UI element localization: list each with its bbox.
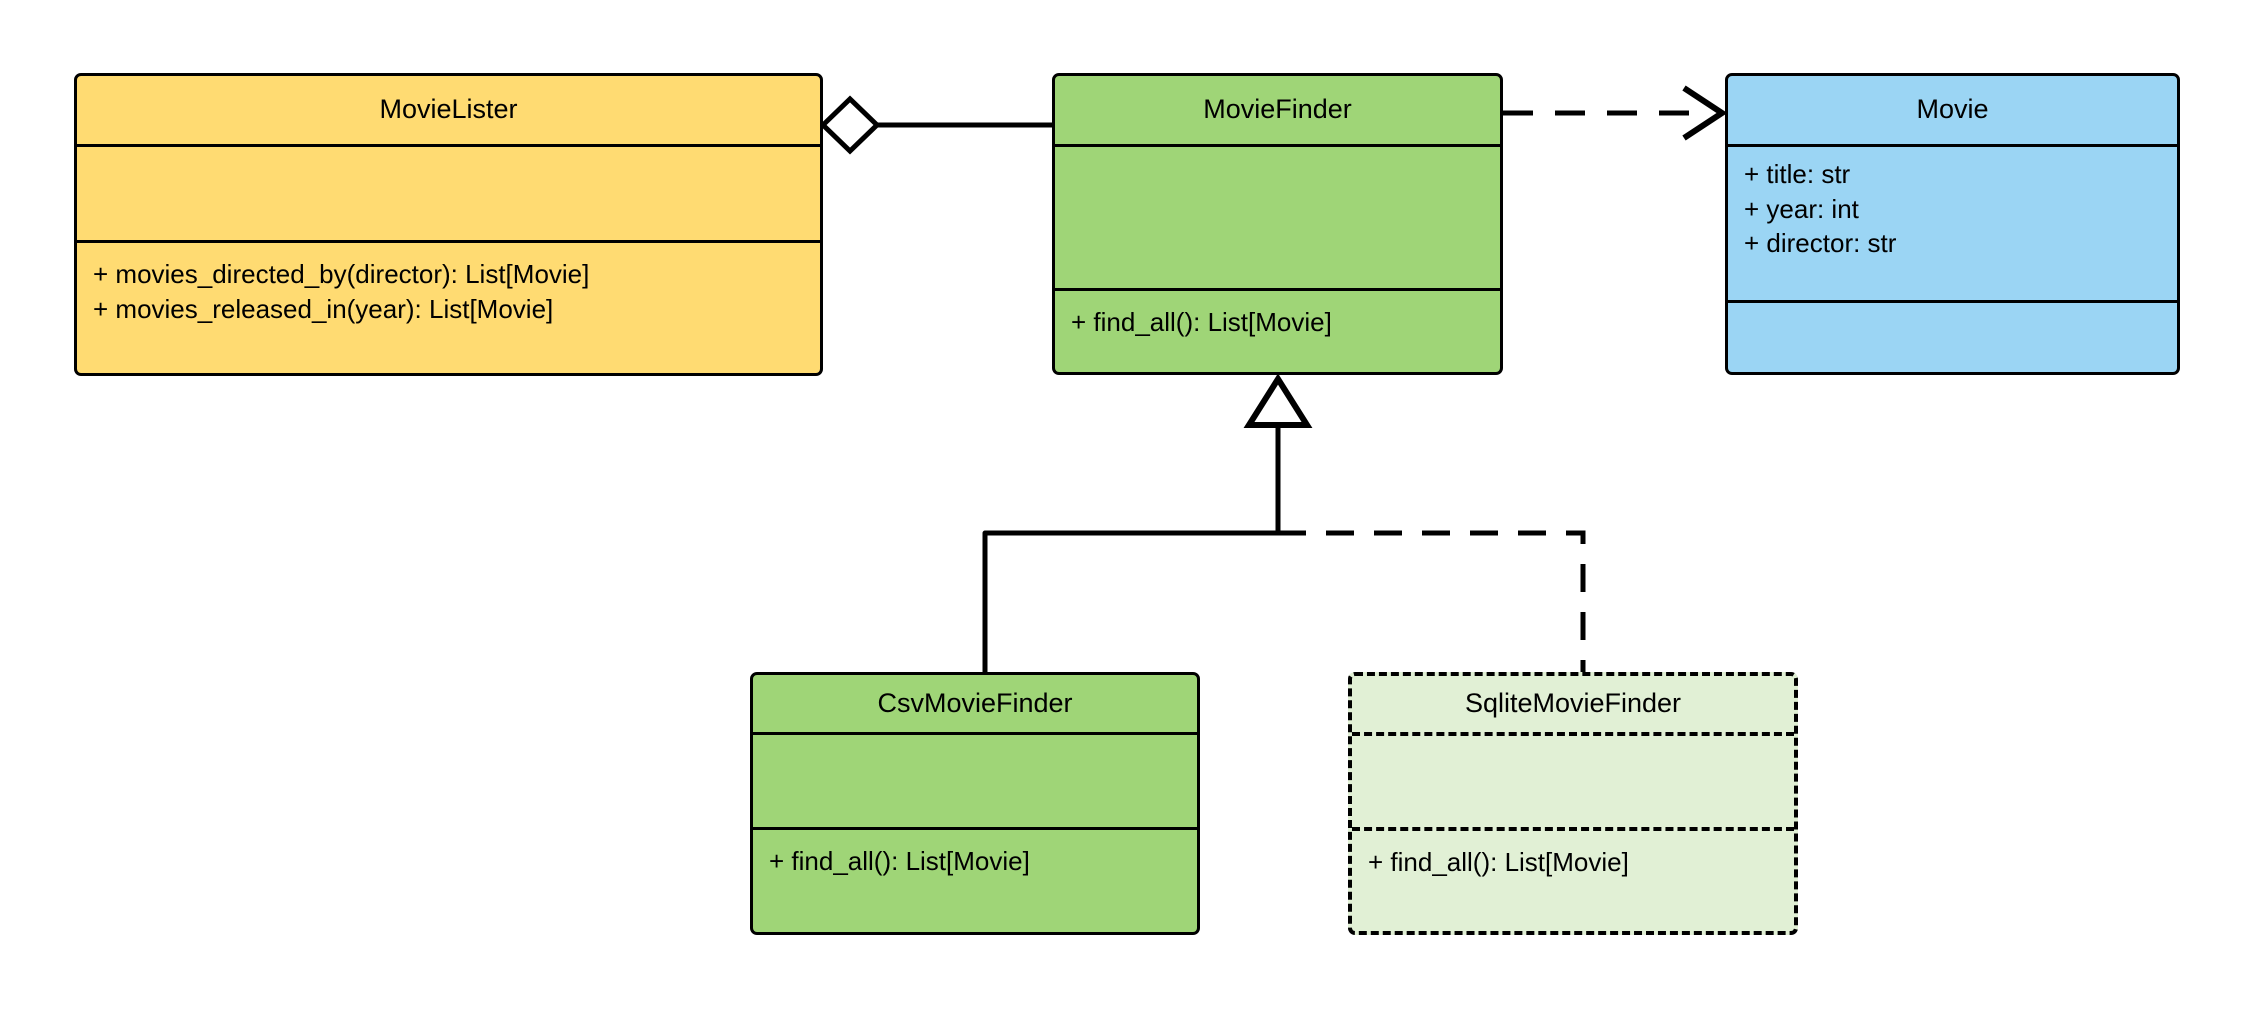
generalization-branch-sqlite [1278,530,1586,672]
class-name-compartment: MovieFinder [1055,76,1500,147]
uml-class-csvmoviefinder[interactable]: CsvMovieFinder + find_all(): List[Movie] [750,672,1200,935]
class-title: MovieFinder [1203,94,1352,125]
class-attributes-compartment [1055,147,1500,291]
class-attributes-compartment: + title: str + year: int + director: str [1728,147,2177,303]
method-line: + movies_released_in(year): List[Movie] [93,293,554,324]
method-line: + find_all(): List[Movie] [1071,307,1332,337]
class-title: SqliteMovieFinder [1464,688,1682,719]
generalization-triangle-group [1243,373,1313,533]
hollow-triangle-icon [1243,373,1313,428]
class-attributes-compartment [77,147,820,243]
generalization-csvmoviefinder-moviefinder[interactable] [982,530,1278,672]
class-attributes-compartment [753,735,1197,830]
class-methods-compartment: + movies_directed_by(director): List[Mov… [77,243,820,373]
uml-class-movielister[interactable]: MovieLister + movies_directed_by(directo… [74,73,823,376]
attribute-line: + year: int [1744,193,1859,224]
class-methods-compartment: + find_all(): List[Movie] [753,830,1197,932]
aggregation-movielister-moviefinder[interactable] [819,95,1052,155]
method-line: + find_all(): List[Movie] [1368,847,1629,877]
open-arrow-icon [1682,85,1728,141]
class-methods-compartment [1728,303,2177,372]
uml-class-movie[interactable]: Movie + title: str + year: int + directo… [1725,73,2180,375]
uml-class-moviefinder[interactable]: MovieFinder + find_all(): List[Movie] [1052,73,1503,375]
class-methods-compartment: + find_all(): List[Movie] [1055,291,1500,372]
method-line: + find_all(): List[Movie] [769,846,1030,876]
generalization-branch-csv [982,530,1278,672]
method-line: + movies_directed_by(director): List[Mov… [93,259,590,289]
class-title: MovieLister [379,94,518,125]
class-name-compartment: MovieLister [77,76,820,147]
class-title: Movie [1916,94,1989,125]
class-methods-compartment: + find_all(): List[Movie] [1352,831,1794,931]
attribute-line: + title: str [1744,159,1851,189]
dependency-moviefinder-movie[interactable] [1503,85,1728,141]
class-attributes-compartment [1352,736,1794,831]
class-name-compartment: SqliteMovieFinder [1352,676,1794,736]
class-name-compartment: Movie [1728,76,2177,147]
class-name-compartment: CsvMovieFinder [753,675,1197,735]
class-title: CsvMovieFinder [877,687,1073,718]
uml-class-sqlitemoviefinder[interactable]: SqliteMovieFinder + find_all(): List[Mov… [1348,672,1798,935]
generalization-sqlitemoviefinder-moviefinder[interactable] [1278,530,1586,672]
open-diamond-icon [819,95,881,155]
attribute-line: + director: str [1744,228,1897,259]
